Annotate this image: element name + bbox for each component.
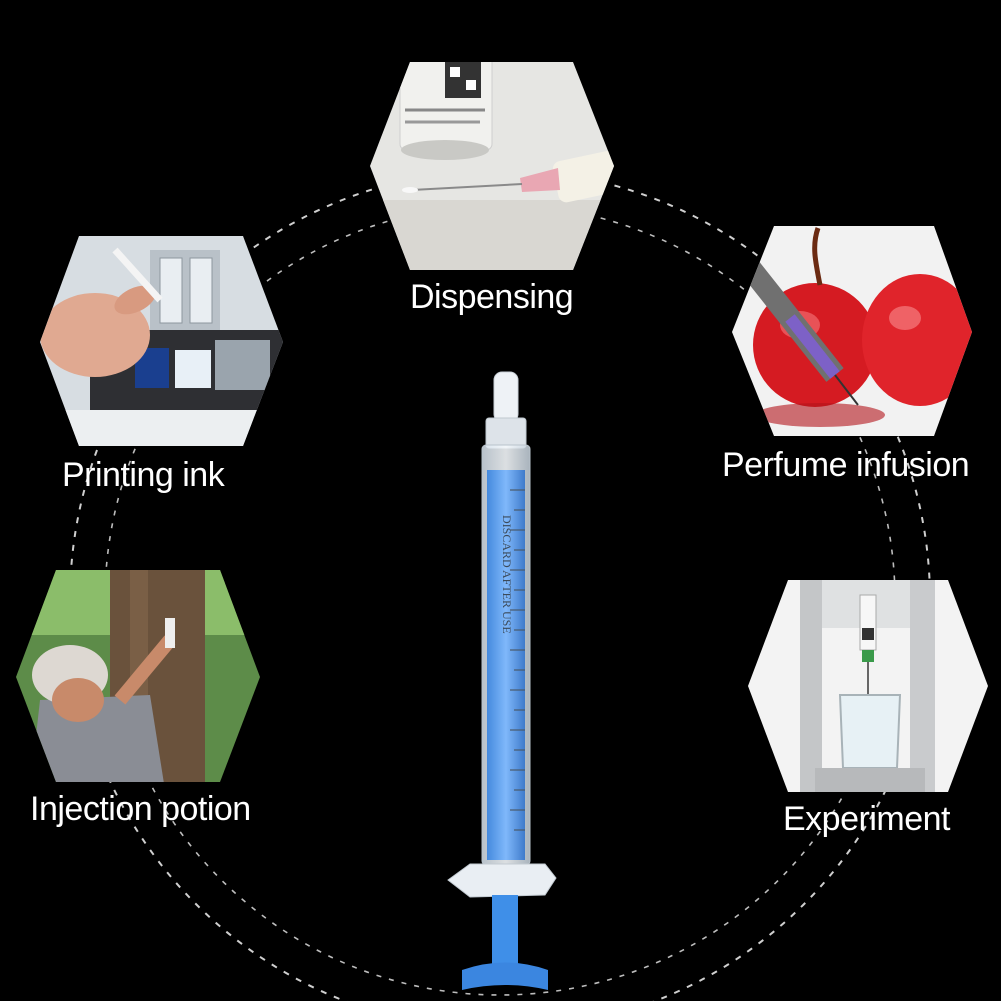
syringe: DISCARD AFTER USE <box>447 371 557 990</box>
label-perfume-infusion: Perfume infusion <box>722 446 970 484</box>
perfume-infusion-image <box>732 226 972 436</box>
injection-potion-image <box>16 570 260 782</box>
printing-ink-image <box>40 236 283 446</box>
label-experiment: Experiment <box>783 800 950 838</box>
label-printing-ink: Printing ink <box>62 456 225 494</box>
dispensing-image <box>370 62 614 270</box>
label-dispensing: Dispensing <box>410 278 574 316</box>
experiment-image <box>748 580 988 792</box>
label-injection-potion: Injection potion <box>30 790 251 828</box>
syringe-print: DISCARD AFTER USE <box>500 515 514 634</box>
